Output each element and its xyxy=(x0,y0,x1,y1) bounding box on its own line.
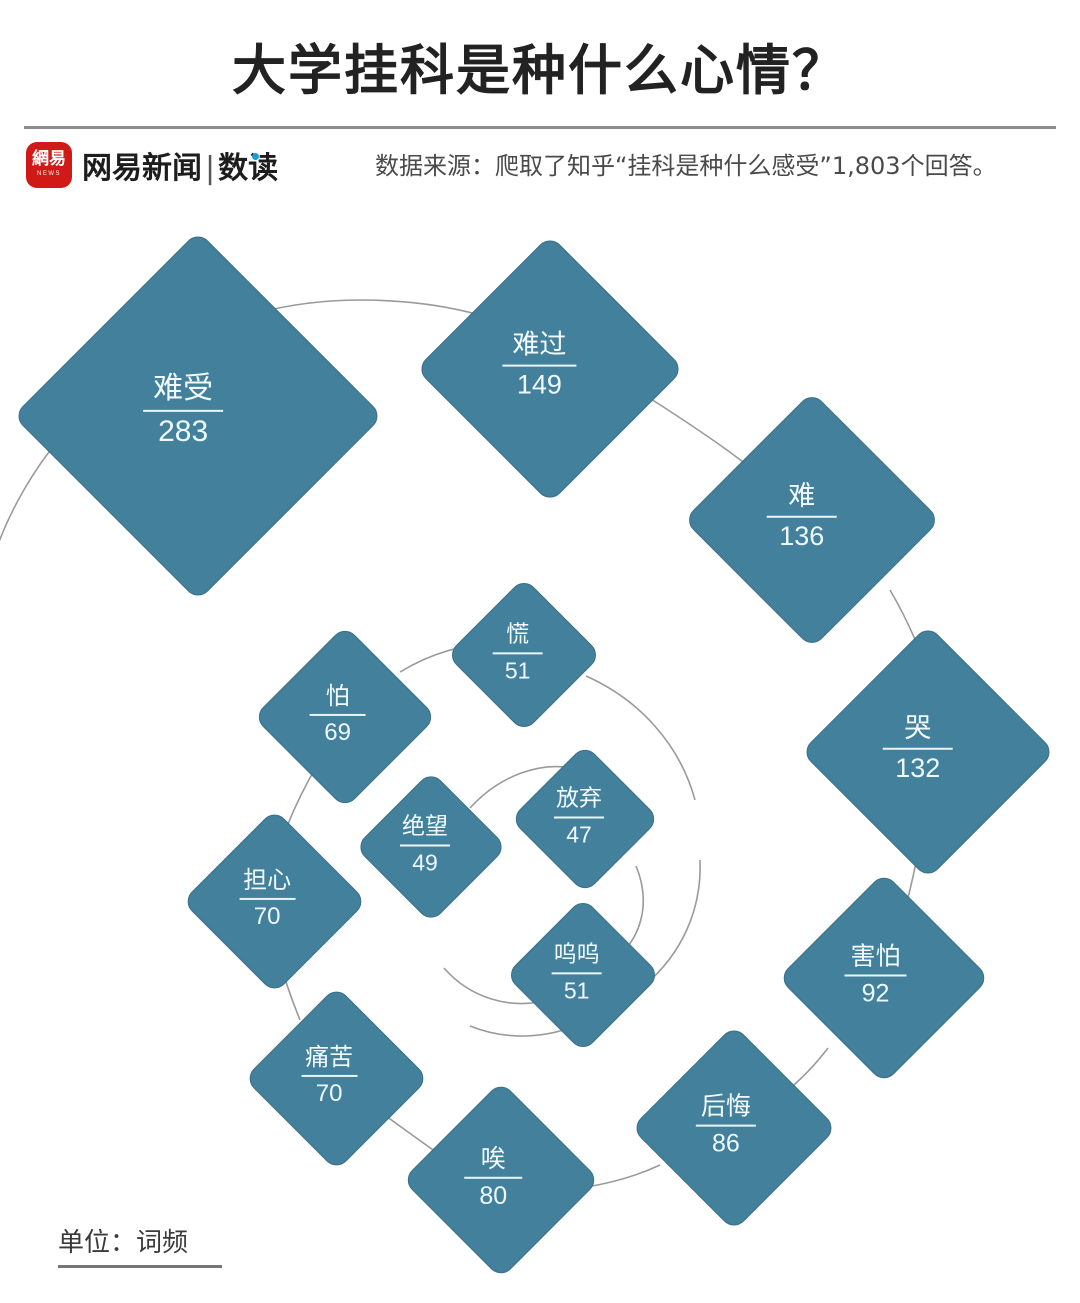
word-node-label: 唉 xyxy=(480,1143,506,1173)
netease-logo-icon: 網易 NEWS xyxy=(26,142,72,188)
brand-name: 网易新闻 | 数读 xyxy=(82,143,278,187)
word-node-rule xyxy=(399,844,450,847)
word-node-rule xyxy=(143,409,224,412)
word-node-label: 后悔 xyxy=(700,1091,751,1121)
word-node-label: 难 xyxy=(788,480,816,512)
word-node-value: 92 xyxy=(861,978,890,1007)
word-node-label: 绝望 xyxy=(401,813,448,840)
word-node-rule xyxy=(695,1124,756,1127)
word-node-label: 慌 xyxy=(506,620,530,647)
word-node-value: 283 xyxy=(158,414,209,448)
brand-dot-icon xyxy=(252,153,260,160)
word-node-value: 69 xyxy=(324,718,351,746)
unit-note-rule xyxy=(58,1265,222,1268)
word-node-value: 70 xyxy=(315,1079,342,1107)
word-node-value: 51 xyxy=(563,976,590,1003)
header-divider xyxy=(24,126,1056,129)
brand-logo: 網易 NEWS 网易新闻 | 数读 xyxy=(26,138,278,192)
brand-primary: 网易新闻 xyxy=(82,151,202,186)
word-node-rule xyxy=(502,364,577,367)
word-node-value: 132 xyxy=(895,752,941,783)
word-node-label: 害怕 xyxy=(850,940,901,970)
word-node-value: 136 xyxy=(779,520,825,551)
word-node-rule xyxy=(551,971,602,974)
word-node-rule xyxy=(238,897,295,900)
word-node-label: 难受 xyxy=(153,370,214,406)
word-node-rule xyxy=(882,747,953,750)
word-node-label: 怕 xyxy=(325,681,350,710)
word-node-rule xyxy=(766,515,837,518)
word-node-value: 49 xyxy=(412,849,438,876)
word-node-value: 149 xyxy=(516,369,562,400)
word-node-rule xyxy=(464,1176,523,1179)
brand-separator: | xyxy=(205,151,216,186)
word-node-rule xyxy=(844,973,907,976)
word-node-rule xyxy=(309,713,366,716)
logo-mark-top: 網易 xyxy=(32,149,66,169)
page-title: 大学挂科是种什么心情？ xyxy=(232,39,848,102)
word-node-rule xyxy=(492,651,543,654)
word-node-value: 80 xyxy=(479,1181,508,1210)
word-node-value: 70 xyxy=(253,902,280,930)
word-node-value: 51 xyxy=(504,656,531,683)
word-node-value: 86 xyxy=(711,1129,740,1158)
word-node-rule xyxy=(553,816,604,819)
unit-note: 单位：词频 xyxy=(58,1228,189,1258)
data-source-note: 数据来源：爬取了知乎“挂科是种什么感受”1,803个回答。 xyxy=(375,152,997,180)
word-node-label: 难过 xyxy=(512,329,567,361)
word-node-rule xyxy=(300,1074,357,1077)
word-node-label: 放弃 xyxy=(555,785,602,812)
word-node-label: 痛苦 xyxy=(304,1042,353,1071)
brand-secondary: 数读 xyxy=(218,151,279,186)
word-node-label: 担心 xyxy=(242,865,291,894)
word-node-label: 哭 xyxy=(904,712,932,744)
word-node-value: 47 xyxy=(566,821,592,848)
word-node-label: 呜呜 xyxy=(553,940,600,967)
logo-mark-bottom: NEWS xyxy=(37,171,61,177)
